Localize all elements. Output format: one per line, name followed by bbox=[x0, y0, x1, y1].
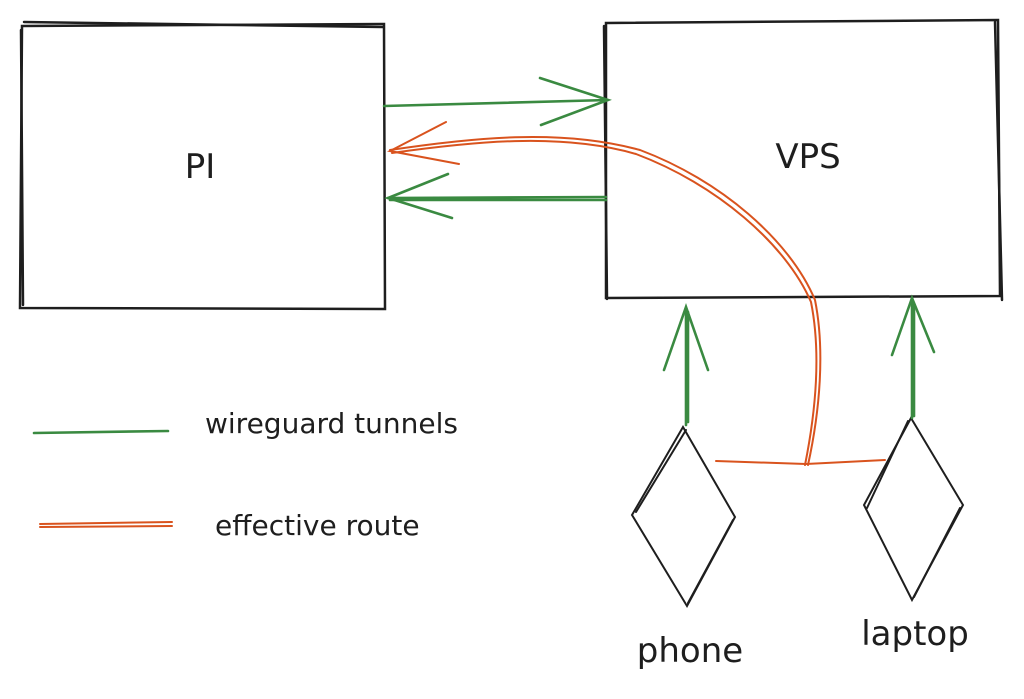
legend: wireguard tunnels effective route bbox=[32, 407, 458, 542]
tunnel-pi-to-vps-arrow bbox=[382, 76, 612, 127]
legend-route-label: effective route bbox=[215, 509, 420, 542]
pi-box: PI bbox=[18, 20, 387, 311]
laptop-node: laptop bbox=[861, 294, 969, 654]
pi-label: PI bbox=[185, 147, 216, 187]
legend-route-swatch bbox=[39, 521, 173, 528]
vps-box: VPS bbox=[602, 18, 1004, 302]
phone-node: phone bbox=[630, 303, 743, 671]
legend-tunnel-swatch bbox=[32, 429, 170, 435]
effective-route-line bbox=[386, 121, 886, 466]
tunnel-vps-to-pi-arrow bbox=[384, 172, 608, 220]
phone-label: phone bbox=[637, 631, 743, 671]
laptop-label: laptop bbox=[861, 614, 969, 654]
legend-tunnels-label: wireguard tunnels bbox=[205, 407, 458, 440]
vps-label: VPS bbox=[775, 137, 840, 177]
